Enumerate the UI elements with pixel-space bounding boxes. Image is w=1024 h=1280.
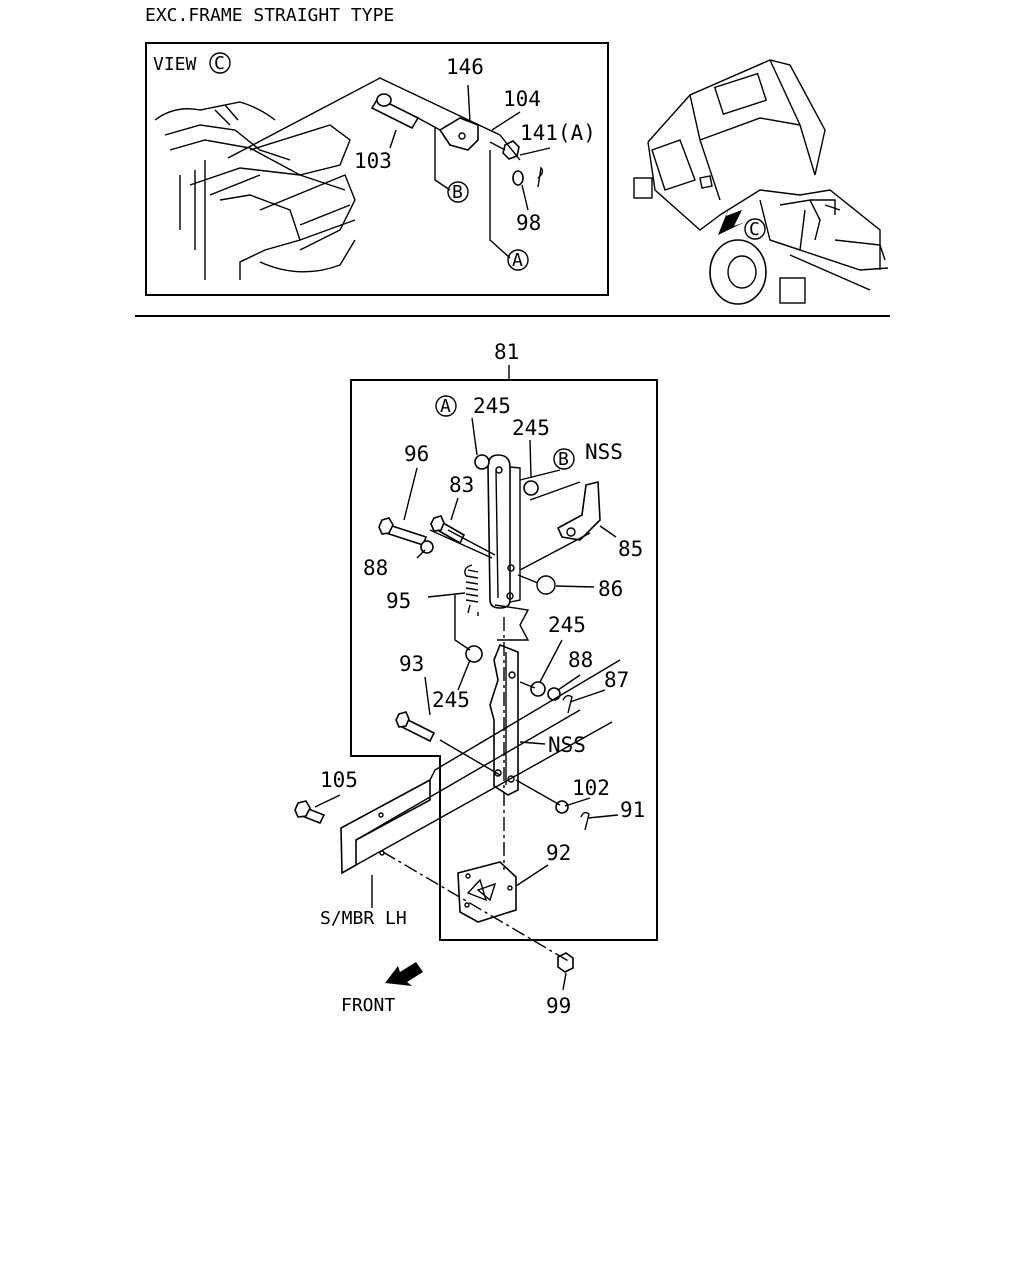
label-86: 86 <box>598 577 623 601</box>
bushing-245-right <box>523 480 539 496</box>
label-245-left: 245 <box>432 688 470 712</box>
label-91: 91 <box>620 798 645 822</box>
bracket-85 <box>556 480 601 541</box>
label-99: 99 <box>546 994 571 1018</box>
bushing-245-lower-right <box>530 681 546 697</box>
label-87: 87 <box>604 668 629 692</box>
label-98: 98 <box>516 211 541 235</box>
label-side-member: S/MBR LH <box>320 908 407 929</box>
label-105: 105 <box>320 768 358 792</box>
bracket-146 <box>438 117 479 151</box>
cotter-pin-141 <box>537 166 544 188</box>
washer-88-left <box>420 540 434 554</box>
cotter-pin-91 <box>580 811 590 831</box>
cotter-pin-87 <box>562 694 573 714</box>
label-102: 102 <box>572 776 610 800</box>
clip-86 <box>536 575 556 595</box>
washer-102 <box>555 800 569 814</box>
label-96: 96 <box>404 442 429 466</box>
bolt-93 <box>395 711 436 743</box>
callout-a-main: A <box>440 396 451 417</box>
inset-view-panel: VIEW C <box>145 42 609 296</box>
label-nss-lower: NSS <box>548 733 586 757</box>
upper-link-arm <box>487 454 521 609</box>
label-92: 92 <box>546 841 571 865</box>
label-85: 85 <box>618 537 643 561</box>
label-245-right: 245 <box>512 416 550 440</box>
bolt-83 <box>430 515 466 545</box>
main-assembly: 81 <box>294 340 658 1018</box>
truck-marker: C <box>749 219 760 240</box>
bushing-245-top <box>474 454 490 470</box>
front-arrow-icon <box>385 962 423 986</box>
label-104: 104 <box>503 87 541 111</box>
view-label: VIEW <box>153 54 197 75</box>
label-88-left: 88 <box>363 556 388 580</box>
label-81: 81 <box>494 340 519 364</box>
label-103: 103 <box>354 149 392 173</box>
bolt-105 <box>294 800 326 825</box>
diagram-title: EXC.FRAME STRAIGHT TYPE <box>145 5 394 26</box>
side-member-lh <box>340 659 621 875</box>
label-83: 83 <box>449 473 474 497</box>
bolt-96 <box>378 517 428 546</box>
label-146: 146 <box>446 55 484 79</box>
label-nss-upper: NSS <box>585 440 623 464</box>
label-95: 95 <box>386 589 411 613</box>
truck-sketch: C <box>633 59 889 305</box>
washer-98 <box>512 170 524 186</box>
bracket-92 <box>457 861 517 923</box>
label-93: 93 <box>399 652 424 676</box>
front-label: FRONT <box>341 995 395 1016</box>
callout-b-main: B <box>558 449 569 470</box>
view-marker: C <box>214 53 225 74</box>
spring-95 <box>464 564 479 614</box>
label-245-lower-right: 245 <box>548 613 586 637</box>
label-141a: 141(A) <box>520 121 596 145</box>
callout-b-inset: B <box>452 182 463 203</box>
label-88-right: 88 <box>568 648 593 672</box>
label-245-top: 245 <box>473 394 511 418</box>
pin-103 <box>370 93 420 130</box>
inset-frame-sketch <box>154 101 356 280</box>
callout-a-inset: A <box>512 250 523 271</box>
